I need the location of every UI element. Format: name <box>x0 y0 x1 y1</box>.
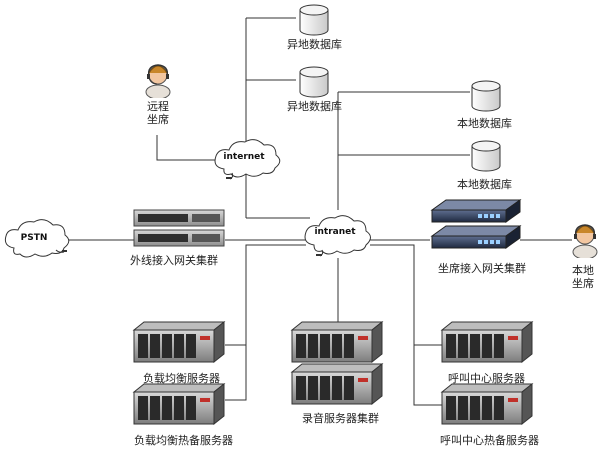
load-balancer-label: 负载均衡服务器 <box>143 372 220 385</box>
internet-label: internet <box>223 152 265 162</box>
tower-server-icon <box>440 382 534 426</box>
database-icon <box>471 80 501 112</box>
trunk-gateway-cluster-label: 外线接入网关集群 <box>130 254 218 267</box>
remote-database-label: 异地数据库 <box>287 100 342 113</box>
local-seat-label: 本地 坐席 <box>570 264 596 290</box>
call-center-hot-standby-label: 呼叫中心热备服务器 <box>440 434 539 447</box>
network-gateway-icon <box>430 199 522 249</box>
load-balancer-hot-standby-label: 负载均衡热备服务器 <box>134 434 233 447</box>
tower-server-icon <box>132 320 226 364</box>
seat-gateway-cluster-label: 坐席接入网关集群 <box>438 262 526 275</box>
remote-seat-label-line2: 坐席 <box>147 113 169 126</box>
rack-server-icon <box>133 209 225 247</box>
operator-headset-icon <box>145 64 171 98</box>
intranet-label: intranet <box>314 227 356 237</box>
remote-seat-label: 远程 坐席 <box>145 100 171 126</box>
local-seat-label-line2: 坐席 <box>572 277 594 290</box>
internet-cloud-icon: internet <box>214 139 281 180</box>
pstn-cloud-icon: PSTN <box>4 219 70 258</box>
intranet-cloud-icon: intranet <box>304 215 371 257</box>
local-database-label: 本地数据库 <box>457 178 512 191</box>
pstn-label: PSTN <box>21 233 48 243</box>
tower-server-icon <box>132 382 226 426</box>
recording-cluster-label: 录音服务器集群 <box>302 412 379 425</box>
remote-seat-label-line1: 远程 <box>147 100 169 113</box>
call-center-server-label: 呼叫中心服务器 <box>448 372 525 385</box>
database-icon <box>299 4 329 36</box>
database-icon <box>471 140 501 172</box>
local-seat-label-line1: 本地 <box>572 264 594 277</box>
tower-server-icon <box>440 320 534 364</box>
tower-server-icon <box>290 362 384 406</box>
tower-server-icon <box>290 320 384 364</box>
database-icon <box>299 66 329 98</box>
remote-database-label: 异地数据库 <box>287 38 342 51</box>
operator-headset-icon <box>572 224 598 258</box>
local-database-label: 本地数据库 <box>457 117 512 130</box>
